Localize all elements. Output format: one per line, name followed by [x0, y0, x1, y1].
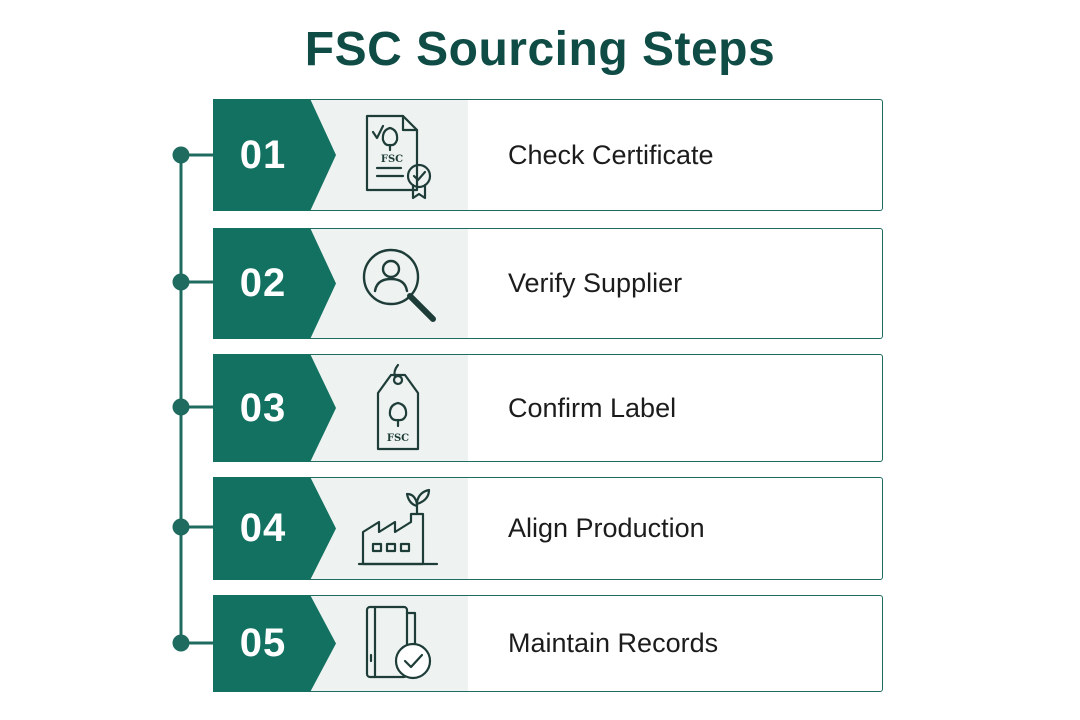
step-4: 04 Align Production: [213, 477, 883, 580]
step-number: 02: [239, 261, 287, 305]
certificate-icon: FSC: [365, 114, 432, 200]
step-badge: [213, 477, 336, 580]
step-label: Align Production: [508, 513, 705, 543]
connector-dot: [172, 398, 190, 416]
step-5: 05 Maintain Records: [213, 595, 883, 692]
step-number: 04: [239, 506, 287, 550]
connector-dot: [172, 634, 190, 652]
step-card: [310, 354, 883, 462]
tag-label-icon: FSC: [376, 363, 420, 451]
step-label: Check Certificate: [508, 139, 714, 170]
step-badge: [213, 228, 336, 339]
step-2: 02 Verify Supplier: [213, 228, 883, 339]
step-number: 05: [239, 621, 287, 665]
step-badge: [213, 595, 336, 692]
records-check-icon: [365, 605, 432, 679]
step-label: Verify Supplier: [508, 268, 683, 298]
step-3: 03 FSC Confirm Label: [213, 354, 883, 462]
step-badge: [213, 354, 336, 462]
step-number: 01: [239, 132, 287, 177]
tag-label-icon-text: FSC: [387, 433, 409, 444]
supplier-search-icon: [362, 248, 436, 322]
step-number: 03: [239, 385, 287, 430]
step-label: Confirm Label: [508, 392, 677, 423]
factory-icon: [357, 488, 439, 565]
step-1: 01 FSC Check Certificate: [213, 99, 883, 211]
connector-dot: [172, 518, 190, 536]
connector-dot: [172, 273, 190, 291]
certificate-icon-text: FSC: [381, 154, 403, 165]
page-title: FSC Sourcing Steps: [304, 23, 776, 76]
step-label: Maintain Records: [508, 628, 719, 658]
connector-dot: [172, 146, 190, 164]
step-badge: [213, 99, 336, 211]
